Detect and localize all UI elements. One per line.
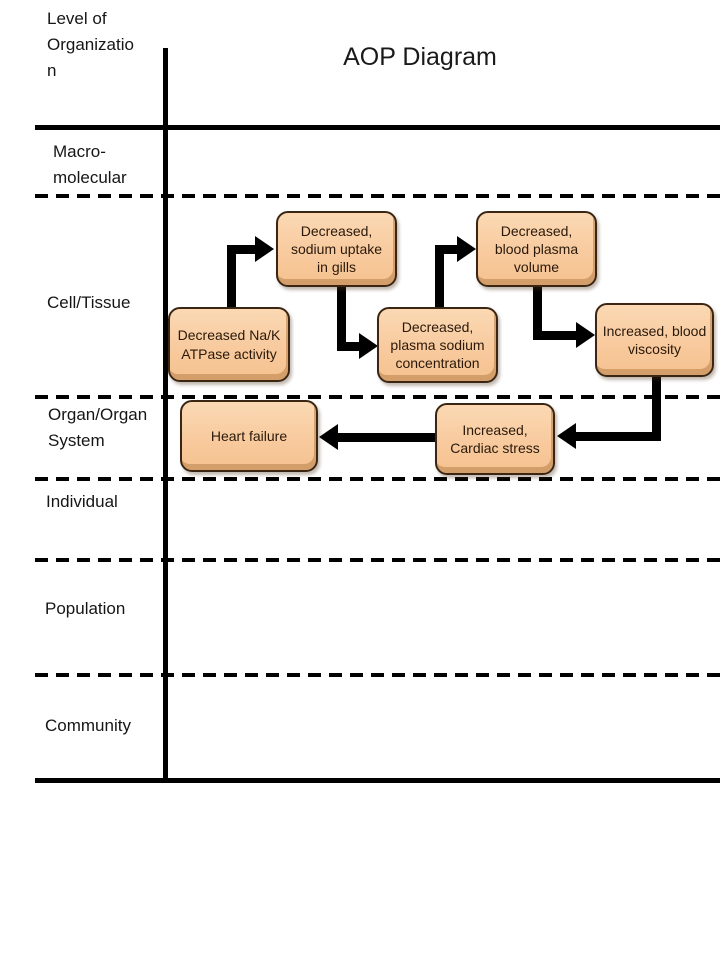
separator-organ-individual — [35, 477, 720, 481]
arrowhead-icon — [319, 424, 338, 450]
node-increased-blood-viscosity: Increased, blood viscosity — [595, 303, 714, 377]
arrowhead-icon — [457, 236, 476, 262]
arrowhead-icon — [557, 423, 576, 449]
level-label-individual: Individual — [46, 492, 118, 511]
node-decreased-na-k-atpase-activity: Decreased Na/K ATPase activity — [168, 307, 290, 382]
level-of-organization-label: Level of Organizatio n — [47, 9, 134, 80]
node-decreased-sodium-uptake-in-gills: Decreased, sodium uptake in gills — [276, 211, 397, 287]
node-decreased-blood-plasma-volume: Decreased, blood plasma volume — [476, 211, 597, 287]
separator-population-community — [35, 673, 720, 677]
arrowhead-icon — [576, 322, 595, 348]
arrowhead-icon — [359, 333, 378, 359]
bottom-boundary-line — [35, 778, 720, 783]
level-label-population: Population — [45, 599, 126, 618]
separator-individual-population — [35, 558, 720, 562]
top-boundary-line — [35, 125, 720, 130]
node-heart-failure: Heart failure — [180, 400, 318, 472]
arrowhead-icon — [255, 236, 274, 262]
separator-macromolecular-celltissue — [35, 194, 720, 198]
separator-celltissue-organ — [35, 395, 720, 399]
level-label-macromolecular: Macro- molecular — [53, 142, 127, 187]
node-decreased-plasma-sodium-concentration: Decreased, plasma sodium concentration — [377, 307, 498, 383]
level-label-cell-tissue: Cell/Tissue — [47, 293, 131, 312]
level-label-organ-system: Organ/Organ System — [48, 405, 148, 450]
level-label-community: Community — [45, 716, 131, 735]
axis-vertical-line — [163, 48, 168, 783]
page-title: AOP Diagram — [343, 43, 497, 71]
node-increased-cardiac-stress: Increased, Cardiac stress — [435, 403, 555, 475]
